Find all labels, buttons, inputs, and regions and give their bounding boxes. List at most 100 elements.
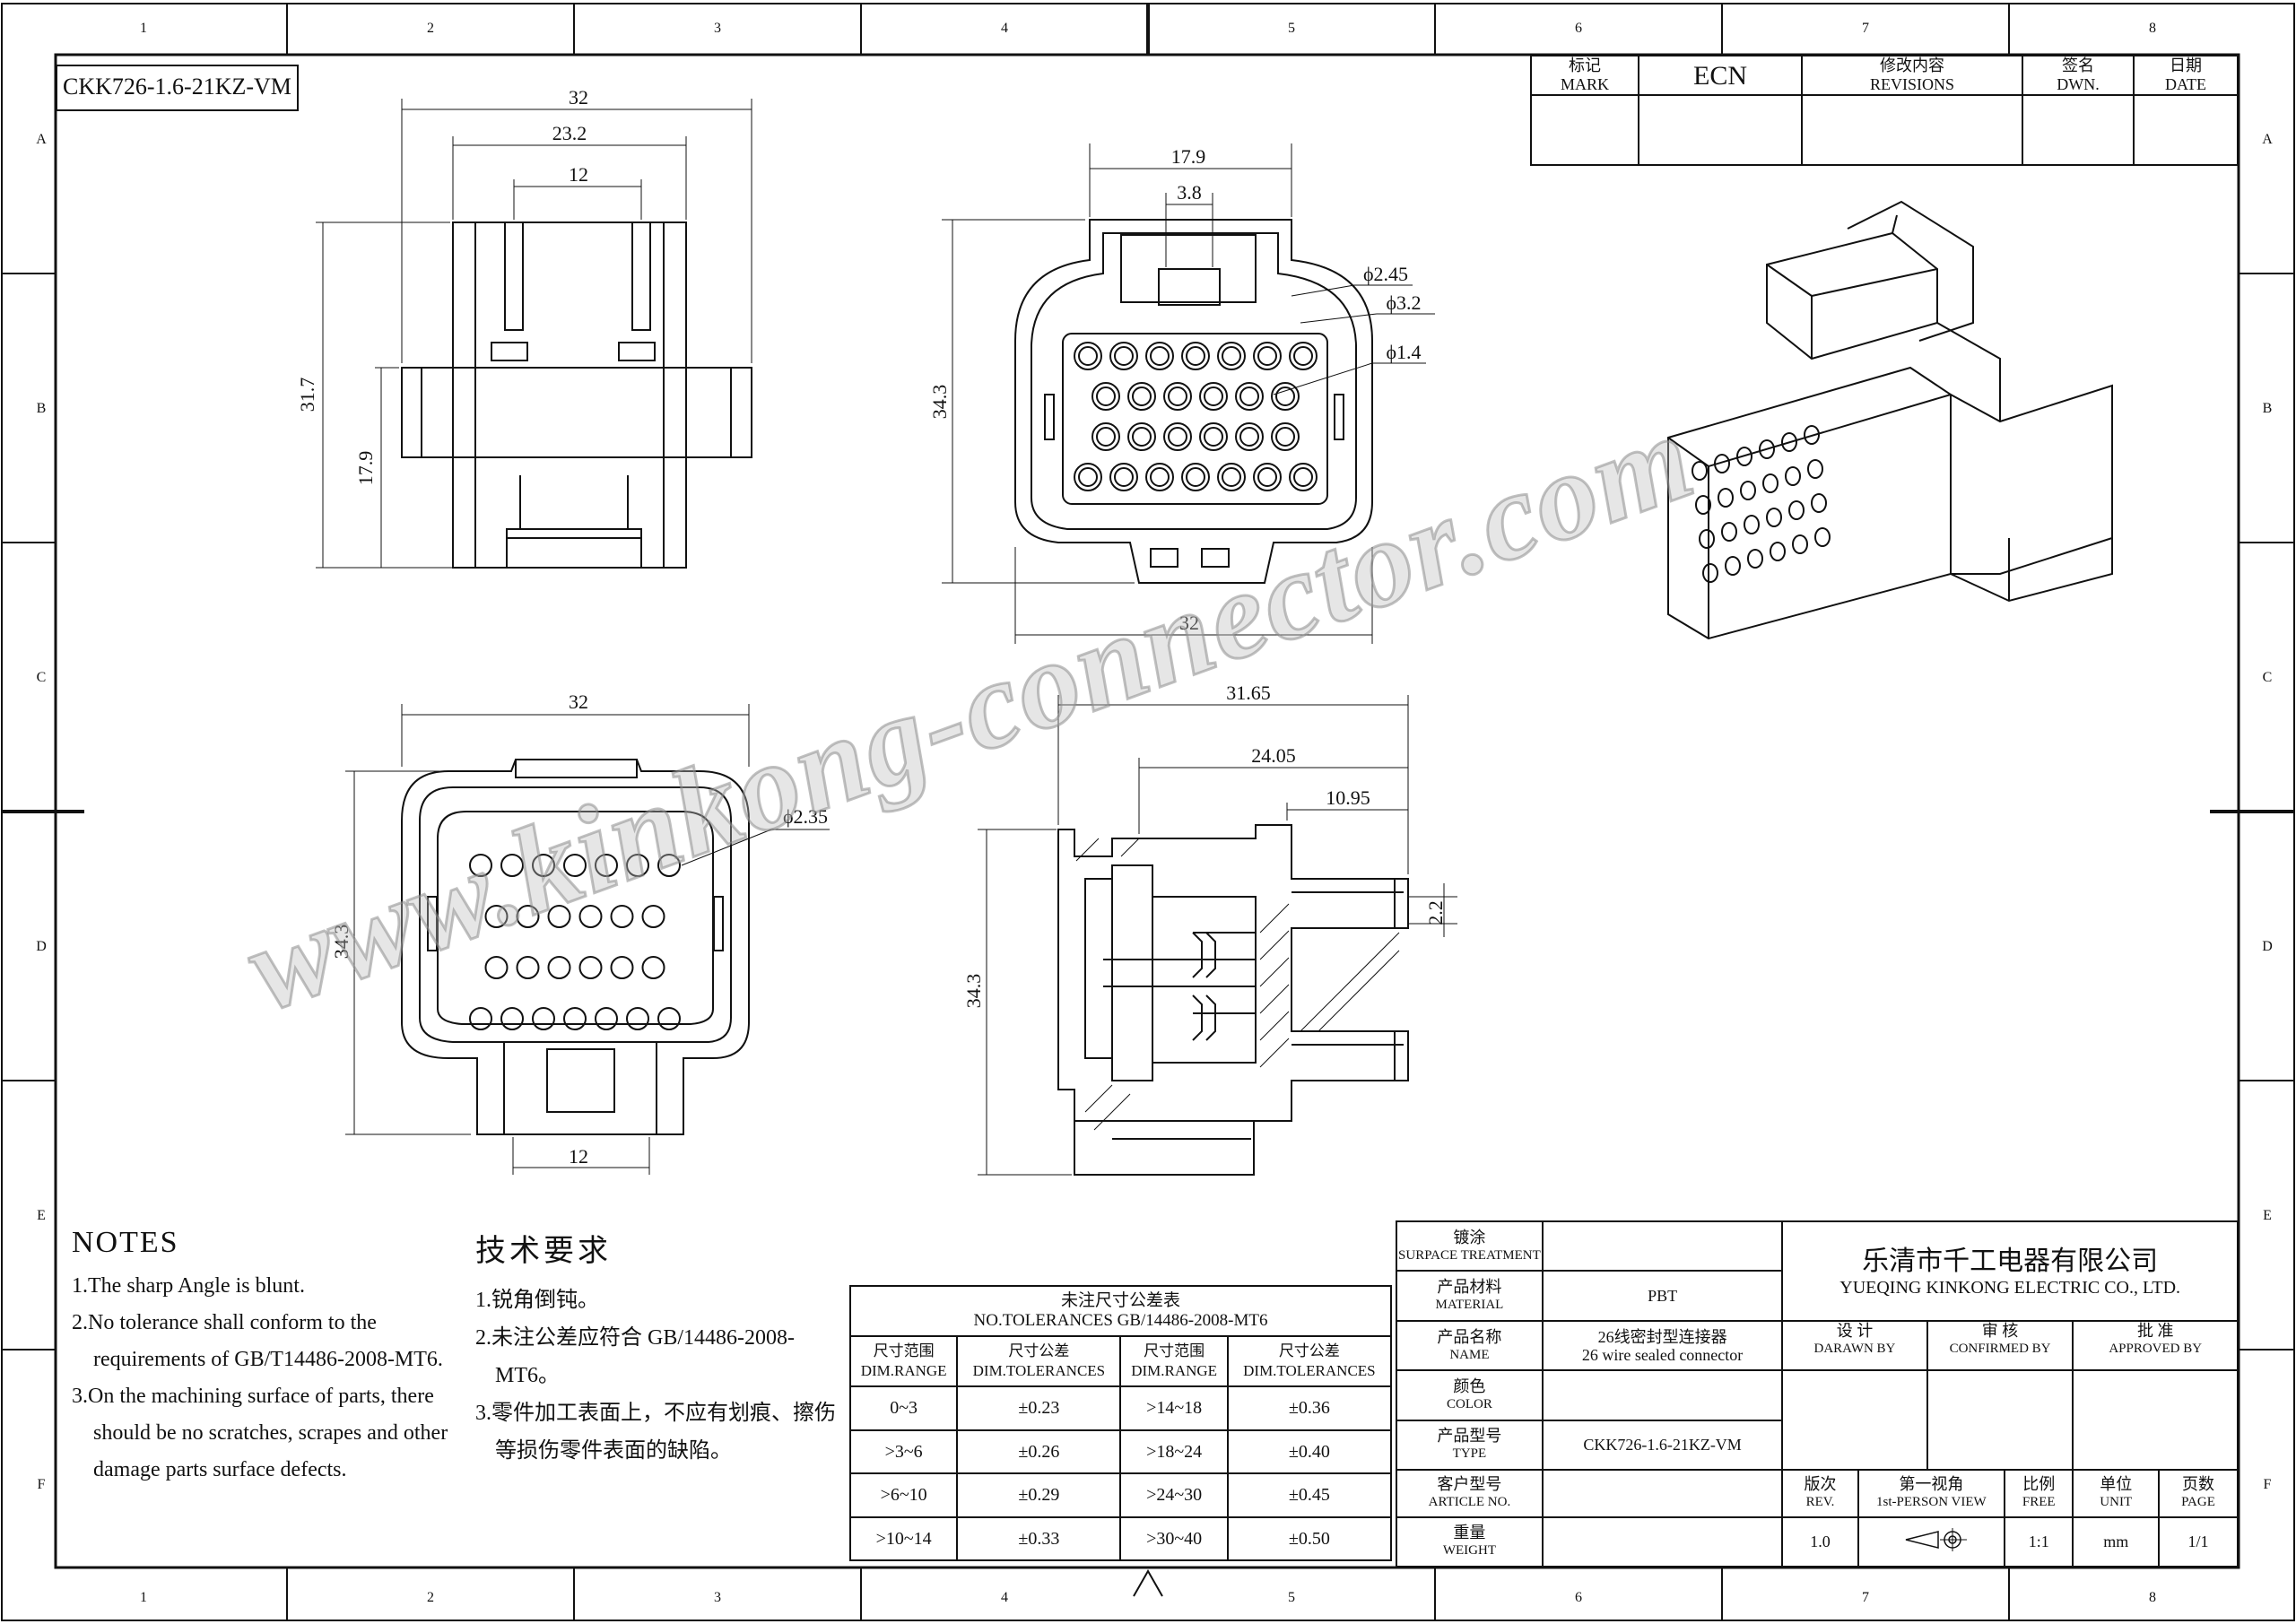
pin-cavity <box>563 1007 587 1030</box>
isometric-view-pins <box>1692 425 1831 583</box>
pin-cavity-inner <box>1132 427 1152 447</box>
pin-cavity-iso <box>1781 432 1797 452</box>
table-row: >10~14 ±0.33 >30~40 ±0.50 <box>848 1515 1393 1561</box>
pin-cavity-inner <box>1293 467 1313 487</box>
dim-17-9: 17.9 <box>1171 145 1206 168</box>
pin-cavity-inner <box>1078 346 1098 366</box>
rear-view <box>401 759 750 1135</box>
pin-cavity <box>532 854 555 877</box>
pin-cavity-outer <box>1074 342 1102 370</box>
dim-32: 32 <box>569 690 588 713</box>
notes-cn-title: 技术要求 <box>475 1235 612 1268</box>
note-cn-item: 2.未注公差应符合 GB/14486-2008-MT6。 <box>475 1326 795 1387</box>
pin-cavity-outer <box>1163 422 1192 451</box>
table-row: >6~10 ±0.29 >24~30 ±0.45 <box>848 1472 1393 1518</box>
zone-col-top: 1 <box>140 21 147 36</box>
zone-col-top: 8 <box>2149 21 2156 36</box>
pin-cavity-inner <box>1114 346 1134 366</box>
side-view-labels: 31.65 24.05 10.95 2.2 34.3 <box>962 682 1447 1008</box>
pin-cavity-iso <box>1725 556 1741 576</box>
pin-cavity-outer <box>1145 342 1174 370</box>
dim-17-9: 17.9 <box>354 451 377 486</box>
zone-labels: 1 2 3 4 5 6 7 8 1 2 3 4 5 6 7 8 A B C D … <box>36 21 2273 1605</box>
pin-cavity <box>595 1007 618 1030</box>
notes-english: NOTES 1.The sharp Angle is blunt. 2.No t… <box>72 1224 457 1489</box>
pin-cavity-iso <box>1811 493 1827 513</box>
pin-cavity-iso <box>1770 542 1786 561</box>
pin-cavity-iso <box>1807 459 1823 479</box>
zone-row-right: A <box>2262 132 2273 147</box>
zone-row-right: D <box>2262 939 2273 954</box>
dim-32: 32 <box>1179 612 1199 634</box>
pin-cavity-outer <box>1253 342 1282 370</box>
zone-ticks <box>2 4 2294 1620</box>
pin-cavity-outer <box>1217 342 1246 370</box>
zone-row-left: E <box>37 1208 46 1223</box>
pin-cavity <box>626 1007 649 1030</box>
front-view-labels: 17.9 3.8 32 34.3 ϕ2.45 ϕ3.2 ϕ1.4 <box>928 145 1422 634</box>
top-view <box>316 99 752 569</box>
zone-col-bottom: 5 <box>1288 1590 1295 1605</box>
pin-cavity <box>516 905 540 928</box>
tol-cell: >18~24 <box>1119 1429 1229 1474</box>
dim-24-05: 24.05 <box>1251 744 1296 767</box>
pin-cavity-outer <box>1181 342 1210 370</box>
pin-cavity-outer <box>1109 342 1138 370</box>
pin-cavity-iso <box>1766 508 1782 527</box>
pin-cavity-iso <box>1785 466 1801 486</box>
zone-row-right: F <box>2264 1477 2272 1492</box>
table-row: >3~6 ±0.26 >18~24 ±0.40 <box>848 1429 1393 1474</box>
front-view <box>1014 219 1373 584</box>
pin-cavity-inner <box>1293 346 1313 366</box>
rev-col-ecn: ECN <box>1638 55 1803 96</box>
pin-cavity-iso <box>1792 534 1808 554</box>
pin-cavity <box>469 1007 492 1030</box>
pin-cavity <box>578 956 603 979</box>
pin-cavity-outer <box>1217 463 1246 491</box>
pin-cavity-inner <box>1222 346 1241 366</box>
tol-cell: ±0.50 <box>1226 1515 1393 1561</box>
field-weight-value <box>1541 1515 1784 1568</box>
pin-cavity-inner <box>1078 467 1098 487</box>
tol-cell: >6~10 <box>848 1472 959 1518</box>
pin-cavity-iso <box>1721 522 1737 542</box>
dim-31-65: 31.65 <box>1226 682 1271 704</box>
pin-cavity-inner <box>1132 386 1152 406</box>
front-view-pins <box>1074 342 1318 491</box>
field-color-value <box>1541 1369 1784 1421</box>
part-number-box: CKK726-1.6-21KZ-VM <box>56 65 299 111</box>
dim-34-3: 34.3 <box>962 974 985 1009</box>
note-item: 1.The sharp Angle is blunt. <box>72 1274 305 1298</box>
dia-2-45: ϕ2.45 <box>1363 263 1408 285</box>
zone-row-left: B <box>37 401 47 416</box>
zone-row-right: C <box>2263 670 2273 685</box>
info-page-value: 1/1 <box>2157 1515 2239 1568</box>
pin-cavity-outer <box>1271 422 1300 451</box>
dim-12: 12 <box>569 163 588 186</box>
pin-cavity <box>610 905 634 928</box>
field-type-value: CKK726-1.6-21KZ-VM <box>1541 1419 1784 1472</box>
info-unit-value: mm <box>2072 1515 2160 1568</box>
projection-symbol <box>1857 1515 2006 1568</box>
notes-chinese: 技术要求 1.锐角倒钝。 2.未注公差应符合 GB/14486-2008-MT6… <box>475 1233 852 1470</box>
dim-10-95: 10.95 <box>1326 786 1370 809</box>
tol-cell: >10~14 <box>848 1515 959 1561</box>
dia-1-4: ϕ1.4 <box>1386 341 1421 363</box>
pin-cavity-iso <box>1747 549 1763 569</box>
pin-cavity <box>469 854 492 877</box>
